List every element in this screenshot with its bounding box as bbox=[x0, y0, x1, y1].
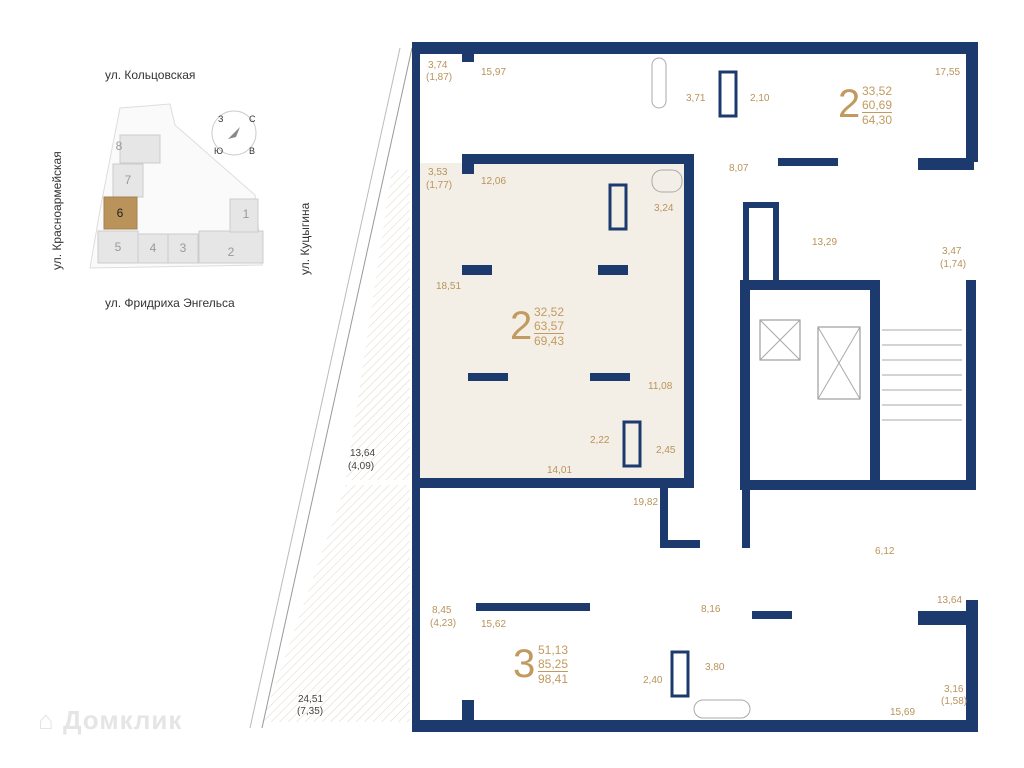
street-north: ул. Кольцовская bbox=[105, 68, 196, 82]
room-area: 15,97 bbox=[481, 67, 507, 78]
room-area: 8,16 bbox=[701, 604, 721, 615]
room-area: 3,16 bbox=[944, 684, 964, 695]
svg-text:5: 5 bbox=[115, 240, 122, 254]
site-map: 8 7 6 5 4 3 2 1 З С Ю В bbox=[89, 103, 264, 269]
room-area: 3,53 bbox=[428, 167, 448, 178]
svg-text:В: В bbox=[249, 146, 255, 156]
area-no-balcony: 63,57 bbox=[534, 319, 565, 333]
room-area: 2,45 bbox=[656, 445, 676, 456]
section-6[interactable] bbox=[103, 196, 138, 230]
room-area: 12,06 bbox=[481, 176, 507, 187]
room-area: 3,47 bbox=[942, 246, 962, 257]
room-area: 11,08 bbox=[648, 381, 673, 392]
svg-text:С: С bbox=[249, 114, 256, 124]
svg-text:З: З bbox=[218, 114, 223, 124]
room-area: 6,12 bbox=[875, 546, 895, 557]
room-area: 2,40 bbox=[643, 675, 663, 686]
terrace-area: 13,64 bbox=[350, 448, 376, 459]
street-south: ул. Фридриха Энгельса bbox=[105, 296, 235, 310]
room-area: 15,62 bbox=[481, 619, 507, 630]
room-area: 8,07 bbox=[729, 163, 749, 174]
room-area: 3,74 bbox=[428, 60, 448, 71]
svg-text:Ю: Ю bbox=[214, 146, 223, 156]
svg-text:3: 3 bbox=[180, 241, 187, 255]
area-block: 32,52 63,57 69,43 bbox=[534, 305, 565, 348]
area-block: 51,13 85,25 98,41 bbox=[538, 643, 569, 686]
terrace-area: (4,09) bbox=[348, 461, 375, 472]
watermark: ⌂ Домклик bbox=[38, 705, 182, 736]
room-area: 13,64 bbox=[937, 595, 963, 606]
area-no-balcony: 60,69 bbox=[862, 98, 893, 112]
room-area: (1,74) bbox=[940, 259, 967, 270]
room-area: 14,01 bbox=[547, 465, 573, 476]
room-area: 3,71 bbox=[686, 93, 706, 104]
total-area: 64,30 bbox=[862, 112, 893, 127]
living-area: 51,13 bbox=[538, 643, 569, 657]
room-area: 18,51 bbox=[436, 281, 462, 292]
area-no-balcony: 85,25 bbox=[538, 657, 569, 671]
room-area: (1,77) bbox=[426, 180, 453, 191]
svg-text:1: 1 bbox=[243, 207, 250, 221]
room-area: (4,23) bbox=[430, 618, 457, 629]
svg-text:8: 8 bbox=[116, 139, 123, 153]
terrace-area: 24,51 bbox=[298, 694, 324, 705]
room-area: 3,24 bbox=[654, 203, 674, 214]
room-area: 2,10 bbox=[750, 93, 770, 104]
svg-text:2: 2 bbox=[228, 245, 235, 259]
room-area: 15,69 bbox=[890, 707, 916, 718]
svg-text:7: 7 bbox=[125, 173, 132, 187]
watermark-text: Домклик bbox=[62, 705, 183, 735]
rooms-count: 3 bbox=[513, 642, 536, 686]
room-area: 8,45 bbox=[432, 605, 452, 616]
total-area: 69,43 bbox=[534, 333, 565, 348]
room-area: (1,87) bbox=[426, 72, 453, 83]
total-area: 98,41 bbox=[538, 671, 569, 686]
area-block: 33,52 60,69 64,30 bbox=[862, 84, 893, 127]
living-area: 33,52 bbox=[862, 84, 893, 98]
house-logo-icon: ⌂ bbox=[38, 705, 55, 735]
room-area: 3,80 bbox=[705, 662, 725, 673]
svg-text:6: 6 bbox=[117, 206, 124, 220]
room-area: 13,29 bbox=[812, 237, 838, 248]
room-area: (1,58) bbox=[941, 696, 968, 707]
room-area: 17,55 bbox=[935, 67, 961, 78]
svg-text:4: 4 bbox=[150, 241, 157, 255]
room-area: 19,82 bbox=[633, 497, 659, 508]
terrace-area: (7,35) bbox=[297, 706, 324, 717]
rooms-count: 2 bbox=[510, 304, 533, 348]
rooms-count: 2 bbox=[838, 82, 861, 126]
selected-apartment[interactable] bbox=[418, 163, 688, 483]
room-area: 2,22 bbox=[590, 435, 610, 446]
living-area: 32,52 bbox=[534, 305, 565, 319]
